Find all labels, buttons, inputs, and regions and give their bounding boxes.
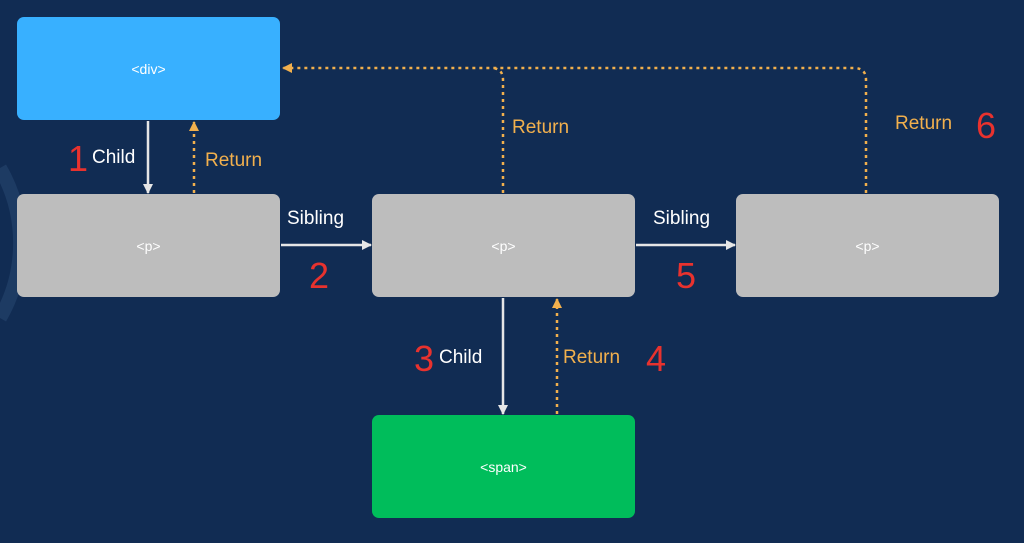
step-number-4: 4 — [646, 338, 667, 379]
node-p-second: <p> — [372, 194, 635, 297]
arrow-return-p3-to-div — [282, 63, 868, 193]
step-number-3: 3 — [414, 338, 435, 379]
node-p-first: <p> — [17, 194, 280, 297]
step-number-5: 5 — [676, 255, 697, 296]
node-p-third: <p> — [736, 194, 999, 297]
label-child-div-p1: Child — [92, 147, 136, 168]
label-return-p3-div: Return — [895, 113, 953, 134]
arrow-return-p2-to-div — [490, 66, 505, 193]
step-number-6: 6 — [976, 105, 997, 146]
label-return-p2-div: Return — [512, 117, 570, 138]
label-return-span-p2: Return — [563, 347, 621, 368]
label-child-p2-span: Child — [439, 347, 483, 368]
label-sibling-p2-p3: Sibling — [653, 208, 711, 229]
label-sibling-p1-p2: Sibling — [287, 208, 345, 229]
node-span: <span> — [372, 415, 635, 518]
node-div: <div> — [17, 17, 280, 120]
label-return-p1-div: Return — [205, 150, 263, 171]
step-number-1: 1 — [68, 138, 89, 179]
step-number-2: 2 — [309, 255, 330, 296]
